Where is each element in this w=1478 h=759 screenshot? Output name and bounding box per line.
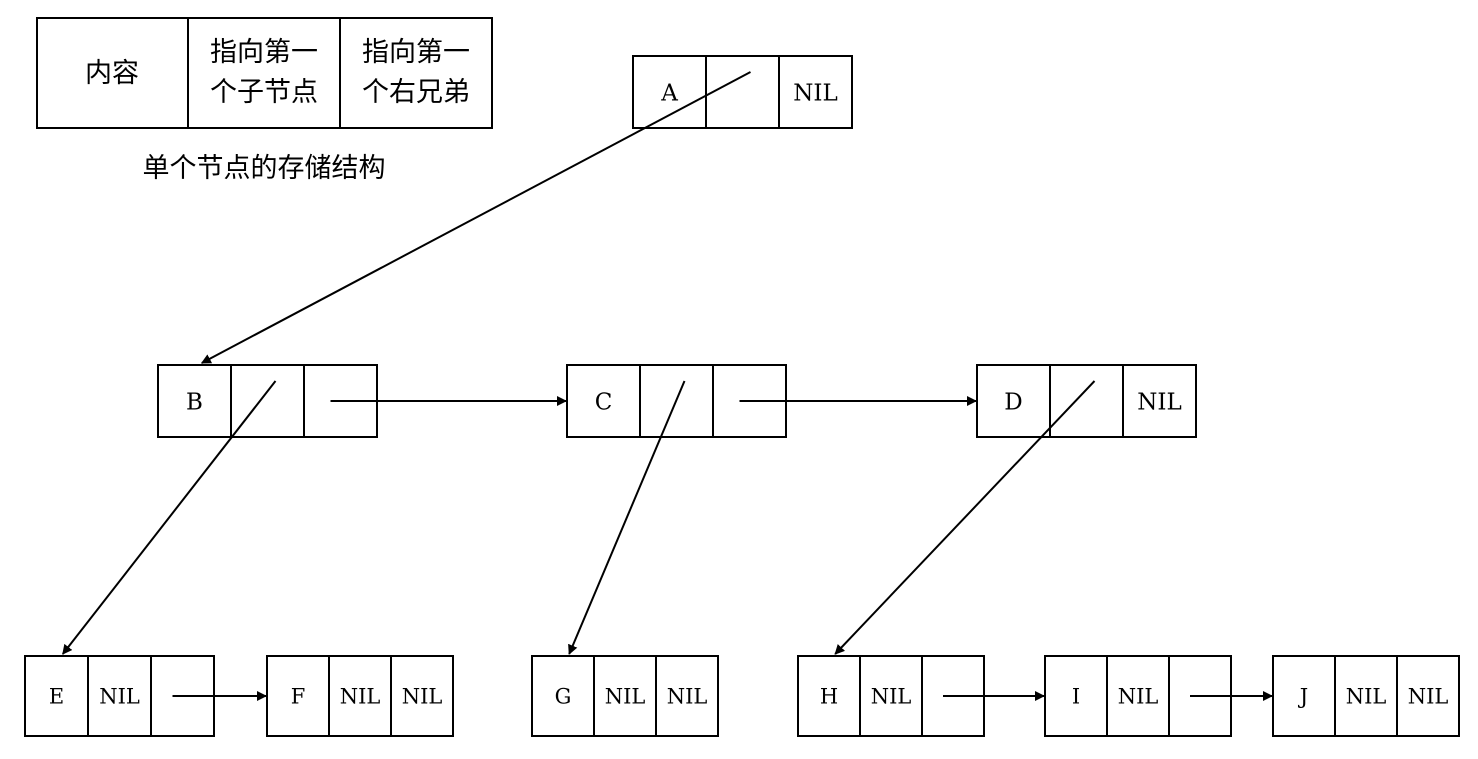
- legend-content-label: 内容: [85, 58, 139, 89]
- pointer-a-child-to-b: [200, 71, 751, 364]
- tree-nodes: A NIL B C D NIL E NIL F NIL NIL G NIL NIL H NIL I NIL J NIL…: [24, 55, 1460, 737]
- legend-sibling-label-line2: 个右兄弟: [362, 77, 470, 108]
- node-i-label-cell: [1044, 655, 1108, 737]
- legend-caption: 单个节点的存储结构: [143, 153, 386, 184]
- legend-sibling-pointer-cell: [339, 17, 493, 129]
- node-h: H NIL: [797, 655, 985, 737]
- node-b-label-cell: [157, 364, 232, 438]
- node-h-label-text: H: [820, 685, 838, 709]
- node-i-child-cell: [1106, 655, 1170, 737]
- node-b-label-text: B: [186, 389, 203, 415]
- pointer-c-child-to-g: [568, 380, 686, 655]
- node-g-sibling-cell: [655, 655, 719, 737]
- node-h-child-text: NIL: [871, 685, 912, 709]
- node-c-label-text: C: [595, 389, 613, 415]
- node-j-sibling-text: NIL: [1408, 685, 1449, 709]
- legend-child-label-line2: 个子节点: [210, 77, 318, 108]
- pointer-b-child-to-e: [62, 380, 277, 655]
- node-e-child-cell: [87, 655, 152, 737]
- node-g-label-text: G: [555, 685, 572, 709]
- node-j-label-text: J: [1298, 685, 1308, 709]
- node-i: I NIL: [1044, 655, 1232, 737]
- node-g-sibling-text: NIL: [667, 685, 708, 709]
- legend-child-label-line1: 指向第一: [210, 37, 318, 68]
- pointer-d-child-to-h: [834, 380, 1096, 655]
- node-d-label-text: D: [1004, 389, 1022, 415]
- legend-content-cell: [36, 17, 189, 129]
- node-a-sibling-cell: [778, 55, 853, 129]
- node-c-label-cell: [566, 364, 641, 438]
- node-g-child-text: NIL: [605, 685, 646, 709]
- node-f-sibling-cell: [390, 655, 454, 737]
- legend-node-structure: 内容 指向第一 个子节点 指向第一 个右兄弟 单个节点的存储结构: [36, 17, 493, 184]
- node-g-child-cell: [593, 655, 657, 737]
- node-b-child-cell: [230, 364, 305, 438]
- node-j: J NIL NIL: [1272, 655, 1460, 737]
- node-j-sibling-cell: [1396, 655, 1460, 737]
- node-j-child-text: NIL: [1346, 685, 1387, 709]
- legend-child-pointer-cell: [187, 17, 341, 129]
- node-j-child-cell: [1334, 655, 1398, 737]
- node-f-sibling-text: NIL: [402, 685, 443, 709]
- node-i-child-text: NIL: [1118, 685, 1159, 709]
- node-a-label-text: A: [660, 80, 678, 106]
- tree-pointers: [62, 71, 1273, 701]
- node-d-sibling-cell: [1122, 364, 1197, 438]
- legend-sibling-label-line1: 指向第一: [362, 37, 470, 68]
- node-j-label-cell: [1272, 655, 1336, 737]
- node-d-sibling-text: NIL: [1137, 389, 1181, 415]
- node-i-label-text: I: [1072, 685, 1080, 709]
- node-a: A NIL: [632, 55, 853, 129]
- node-f-label-cell: [266, 655, 330, 737]
- node-a-child-cell: [705, 55, 780, 129]
- node-f-child-text: NIL: [340, 685, 381, 709]
- node-g: G NIL NIL: [531, 655, 719, 737]
- node-c-child-cell: [639, 364, 714, 438]
- node-f-label-text: F: [291, 685, 306, 709]
- node-f: F NIL NIL: [266, 655, 454, 737]
- node-d-child-cell: [1049, 364, 1124, 438]
- node-d: D NIL: [976, 364, 1197, 438]
- node-b: B: [157, 364, 378, 438]
- node-a-sibling-text: NIL: [793, 80, 837, 106]
- node-e-label-text: E: [49, 685, 64, 709]
- node-d-label-cell: [976, 364, 1051, 438]
- node-e-child-text: NIL: [99, 685, 140, 709]
